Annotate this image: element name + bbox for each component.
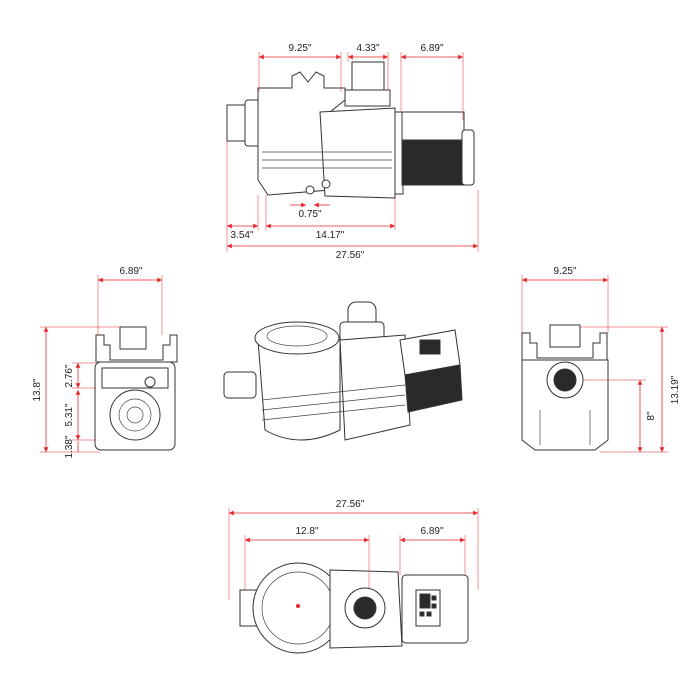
back-view-pump [521, 324, 609, 451]
front-height-label: 13.8" [32, 378, 43, 401]
iso-motor [404, 364, 463, 413]
drain-plug-label: 0.75" [298, 209, 321, 220]
fan-cover [109, 389, 161, 441]
overall-length-label: 27.56" [336, 250, 365, 261]
top-overall-length-label: 27.56" [336, 499, 365, 510]
isometric-pump [223, 301, 463, 441]
iso-inlet-pipe [223, 371, 257, 399]
upper-segment-label: 2.76" [64, 364, 75, 387]
side-view-pump [226, 61, 475, 199]
back-width-label: 9.25" [553, 266, 576, 277]
volute [319, 107, 396, 199]
basket-width-label: 9.25" [288, 43, 311, 54]
back-height-label: 13.19" [670, 375, 681, 404]
front-view-pump [94, 326, 178, 451]
front-width-label: 6.89" [119, 266, 142, 277]
base-segment-label: 1.38" [64, 435, 75, 458]
back-view-dimensions: 9.25" 13.19" 8" [521, 266, 681, 453]
basket-to-outlet-label: 12.8" [295, 526, 318, 537]
top-view-pump [239, 562, 469, 654]
inlet-tube-width-label: 4.33" [356, 43, 379, 54]
middle-segment-label: 5.31" [64, 403, 75, 426]
motor-length-label: 6.89" [420, 43, 443, 54]
inlet-height-label: 8" [646, 411, 657, 421]
side-view-dimensions: 9.25" 4.33" 6.89" 0.75" 3.54" 14.17" 27.… [226, 43, 479, 261]
motor [401, 139, 465, 186]
control-box [401, 111, 465, 141]
body-length-label: 14.17" [316, 230, 345, 241]
front-view-dimensions: 6.89" 13.8" 2.76" 5.31" 1.38" [32, 266, 163, 459]
inlet-pipe-length-label: 3.54" [230, 230, 253, 241]
top-motor-length-label: 6.89" [420, 526, 443, 537]
top-view-dimensions: 27.56" 12.8" 6.89" [228, 499, 479, 600]
